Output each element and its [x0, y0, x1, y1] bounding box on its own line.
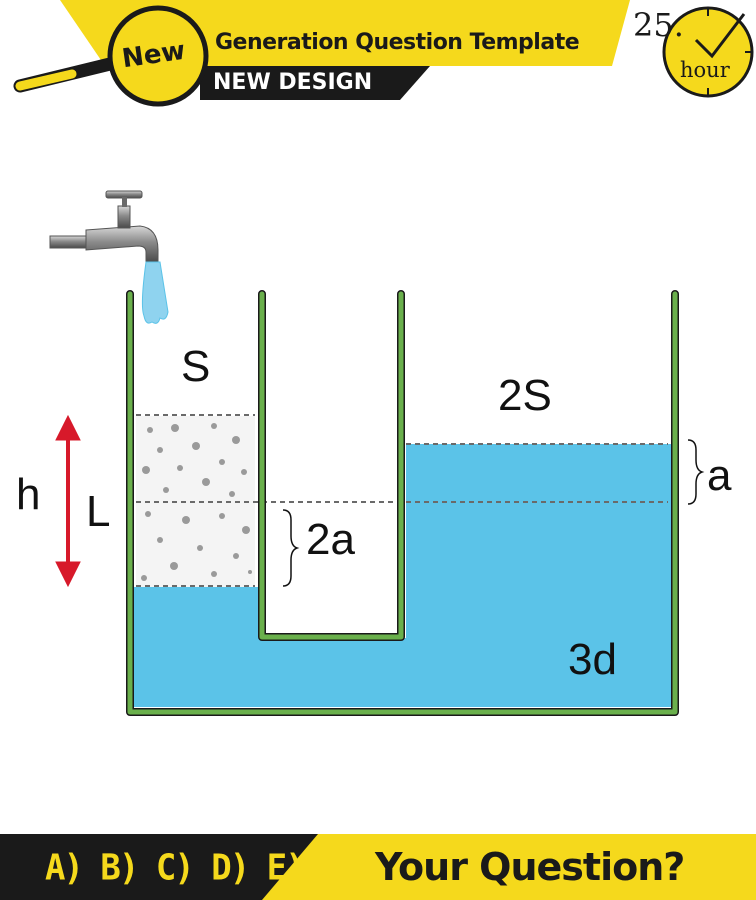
question-prompt: Your Question?: [375, 845, 685, 889]
water-stream: [141, 261, 169, 324]
label-L: L: [86, 487, 111, 536]
subtitle-band: [200, 66, 430, 100]
header-subtitle: NEW DESIGN: [213, 70, 373, 95]
clock-icon: [662, 6, 754, 98]
faucet-icon: [49, 190, 159, 263]
height-arrow: [55, 414, 81, 588]
tube-walls: [127, 291, 678, 715]
label-2a: 2a: [306, 515, 355, 564]
water-left-arm: [130, 587, 263, 707]
label-2S: 2S: [498, 371, 552, 420]
header-title: Generation Question Template: [215, 30, 580, 55]
header-banner: [13, 0, 754, 107]
label-S: S: [181, 342, 211, 391]
brace-2a: [282, 509, 300, 587]
answer-options: A) B) C) D) E): [45, 847, 306, 889]
water-bottom: [263, 638, 406, 707]
label-3d: 3d: [568, 635, 617, 684]
footer-bar: [0, 834, 756, 900]
magnifier-icon: [13, 5, 209, 107]
label-a: a: [707, 451, 732, 500]
water-right-arm: [406, 444, 674, 707]
brace-a: [687, 439, 705, 505]
clock-unit: hour: [680, 58, 730, 82]
label-h: h: [16, 470, 41, 519]
clock-number: 25.: [633, 6, 684, 44]
